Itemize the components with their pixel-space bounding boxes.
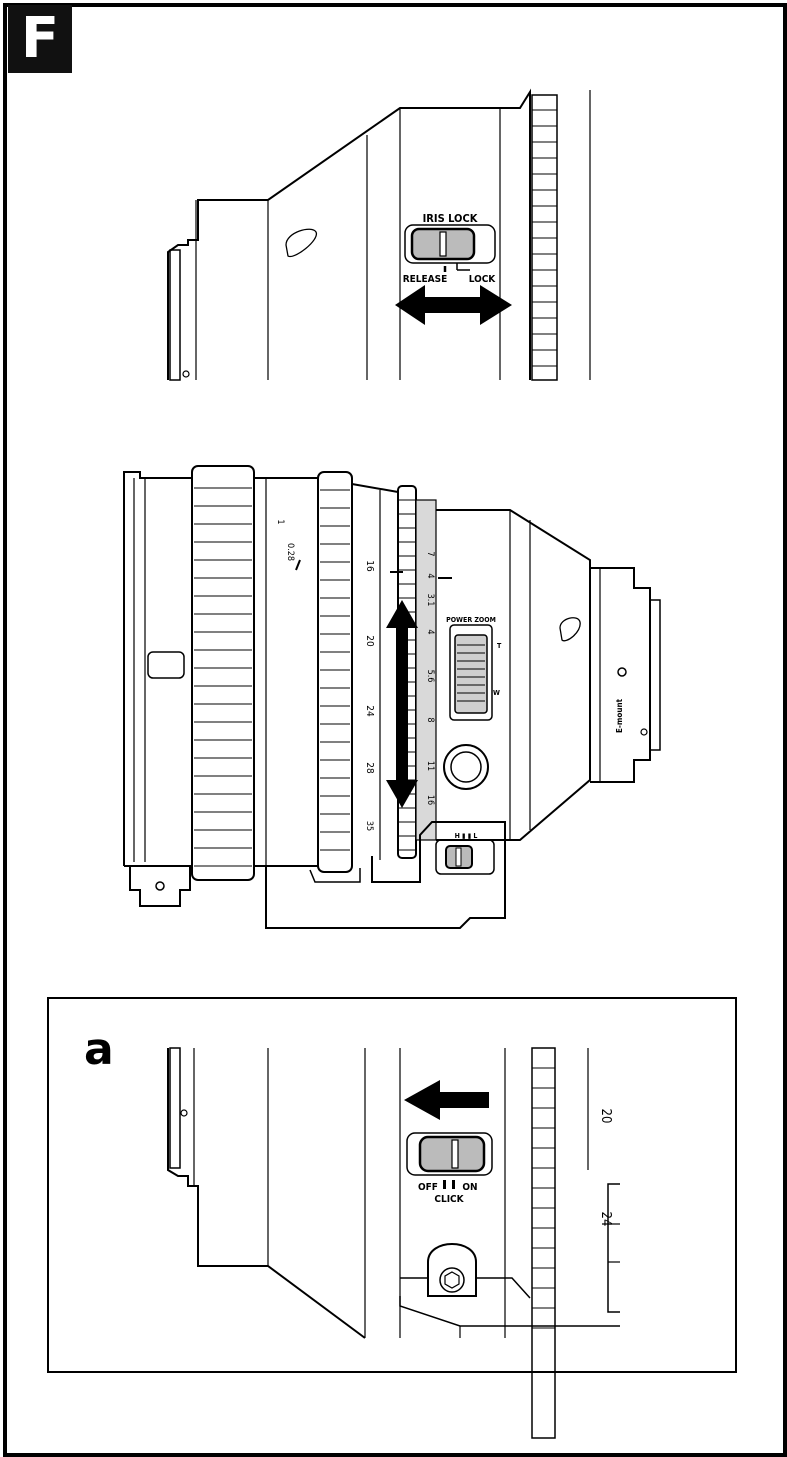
release-label: RELEASE [403,274,448,285]
iris-mark-11: 11 [425,761,435,771]
iris-mark-4b: 4 [425,629,435,634]
figure-frame [3,3,787,1457]
iris-mark-3-1: 3.1 [425,594,435,607]
focal-mark-20: 20 [364,635,375,647]
distance-mark-1: 1 [275,519,285,524]
detail-panel-frame [47,997,737,1373]
power-zoom-t-label: T [497,642,502,650]
speed-switch-label: H ▮ ▮ L [455,832,478,840]
iris-mark-8: 8 [425,717,435,722]
detail-focal-mark-24: 24 [598,1212,613,1227]
iris-mark-4a: 4 [425,573,435,578]
focal-mark-28: 28 [364,762,375,774]
figure-badge: F [8,5,72,73]
distance-mark-2: 0.28 [285,543,295,561]
click-switch-name: CLICK [434,1194,464,1205]
iris-ring-arrow-icon [386,600,418,808]
iris-lock-title: IRIS LOCK [423,212,478,225]
slide-left-arrow-icon [404,1080,489,1120]
iris-mark-16: 16 [425,795,435,805]
focal-mark-35: 35 [364,821,374,831]
main-lens [123,465,661,929]
focal-mark-16: 16 [364,560,375,572]
focal-mark-24: 24 [364,705,375,717]
lock-label: LOCK [469,274,497,285]
click-off-label: OFF [418,1182,438,1193]
slide-arrow-icon [395,285,512,325]
iris-mark-7: 7 [425,551,435,556]
iris-mark-5-6: 5.6 [425,670,435,683]
click-divider-mark-1 [443,1180,446,1189]
click-on-label: ON [462,1182,477,1193]
power-zoom-w-label: W [493,689,500,697]
power-zoom-title: POWER ZOOM [446,616,496,624]
e-mount-label: E-mount [615,698,624,733]
click-divider-mark-2 [452,1180,455,1189]
detail-lens [167,1047,620,1439]
top-panel [167,88,591,381]
detail-focal-mark-20: 20 [598,1109,613,1124]
detail-panel-label: a [84,1024,114,1075]
